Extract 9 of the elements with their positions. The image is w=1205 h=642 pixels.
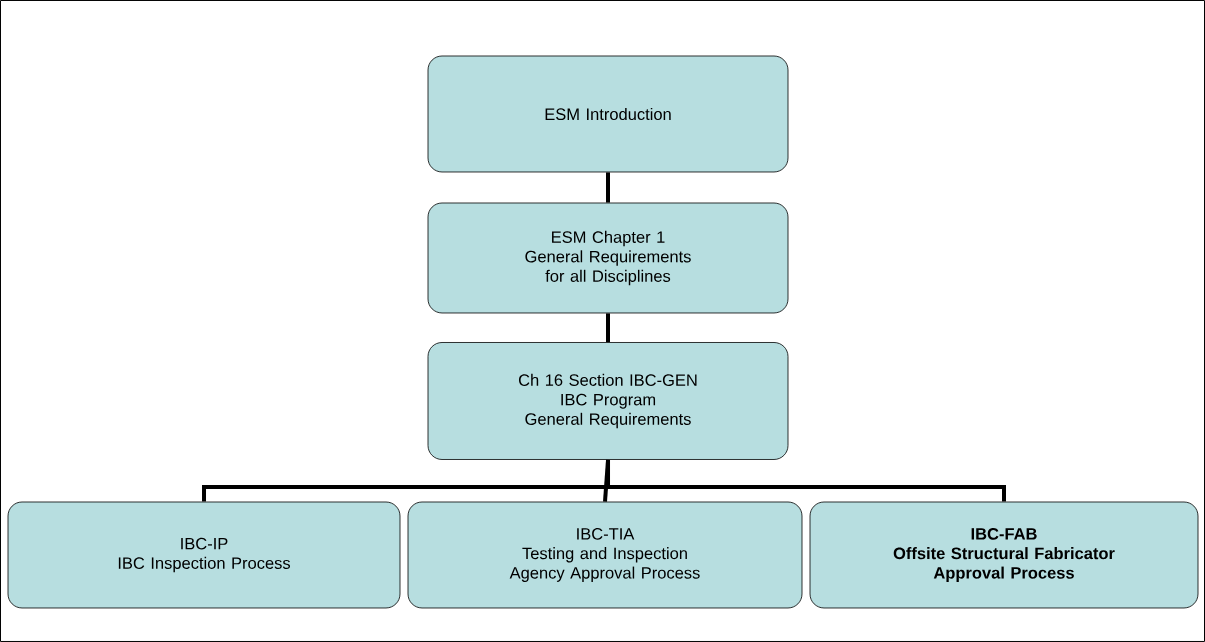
connector-line <box>606 313 610 343</box>
process-box: IBC-IP IBC Inspection Process <box>7 501 401 609</box>
process-box: ESM Introduction <box>427 55 789 173</box>
process-box: ESM Chapter 1 General Requirements for all Disciplines <box>427 202 789 314</box>
connector-line <box>606 459 1006 502</box>
process-box: IBC-TIA Testing and Inspection Agency Approval Process <box>407 501 803 609</box>
process-box: Ch 16 Section IBC-GEN IBC Program General Requirements <box>427 342 789 460</box>
connector-line <box>606 172 610 203</box>
process-box: IBC-FAB Offsite Structural Fabricator Approval Process <box>809 501 1199 609</box>
